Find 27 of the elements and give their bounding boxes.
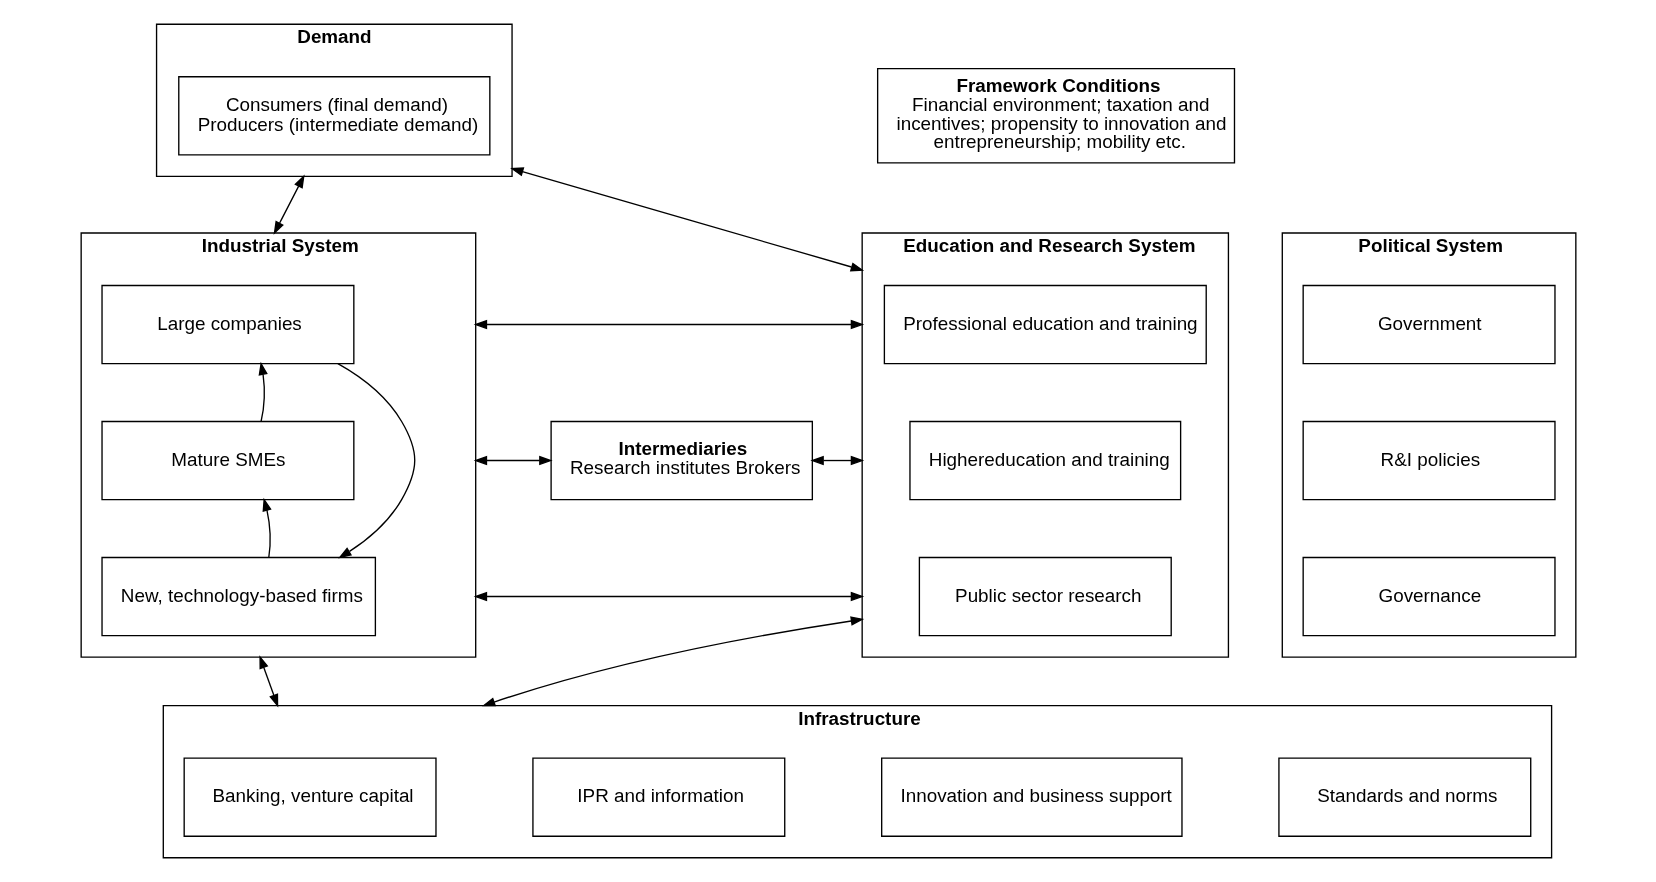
node-box: Government	[1302, 284, 1556, 365]
node-box: Mature SMEs	[100, 420, 354, 501]
node-box: Banking, venture capital	[183, 757, 437, 837]
arrow	[473, 319, 864, 330]
arrow	[336, 362, 415, 559]
node-box: IPR and information	[531, 757, 785, 837]
node-box: Framework Conditions Financial environment; taxation and incentives; propensity to innovation and entrepreneurship; mobility etc.	[876, 68, 1235, 164]
node-box: Professional education and training	[883, 284, 1207, 365]
node-box: R&I policies	[1302, 420, 1556, 501]
arrow	[258, 655, 278, 708]
node-box: Large companies	[100, 284, 354, 365]
node-box: Standards and norms	[1277, 757, 1531, 837]
arrow	[262, 497, 272, 558]
node-box: New, technology-based firms	[100, 556, 376, 637]
arrow	[473, 591, 864, 602]
node-box: Consumers (final demand) Producers (intermediate demand)	[177, 76, 490, 156]
node-box: Governance	[1302, 556, 1556, 637]
arrow	[273, 174, 305, 235]
node-box: Innovation and business support	[880, 757, 1183, 837]
node-box: Intermediaries Research institutes Brokers	[549, 420, 813, 501]
arrow	[258, 361, 268, 422]
arrow	[481, 616, 864, 707]
node-box: Highereducation and training	[908, 420, 1181, 501]
arrow	[809, 455, 864, 466]
arrow	[473, 455, 553, 466]
arrow	[509, 167, 864, 272]
node-box: Public sector research	[918, 556, 1172, 637]
